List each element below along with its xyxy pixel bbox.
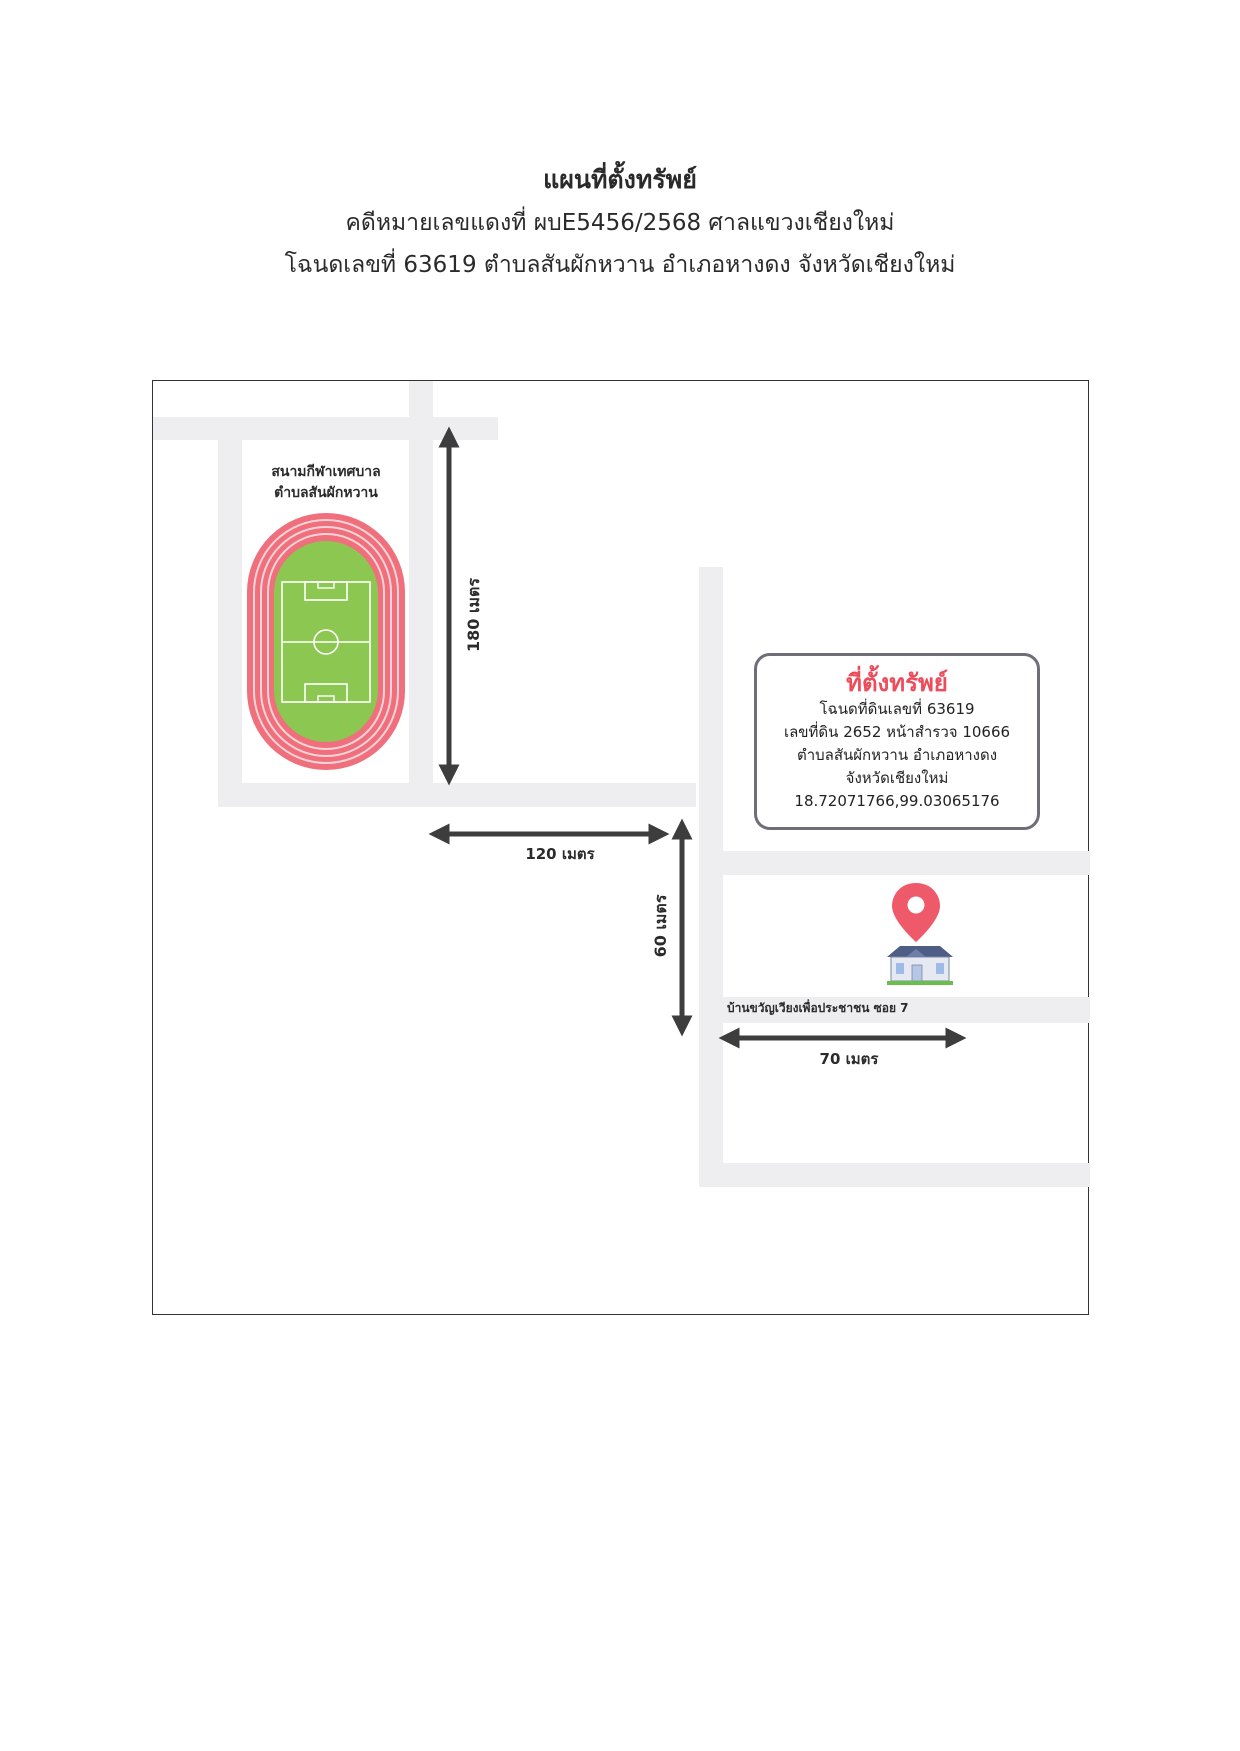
house-icon [887, 946, 953, 985]
deed-line: โฉนดเลขที่ 63619 ตำบลสันผักหวาน อำเภอหาง… [284, 252, 956, 278]
distance-label-70m: 70 เมตร [820, 1050, 880, 1068]
distance-arrows [428, 426, 967, 1049]
property-district-line: ตำบลสันผักหวาน อำเภอหางดง [796, 746, 998, 764]
stadium-icon [247, 513, 405, 770]
distance-label-120m: 120 เมตร [525, 845, 595, 863]
map-canvas: สนามกีฬาเทศบาล ตำบลสันผักหวาน 180 เมตร 1… [153, 381, 1090, 1187]
property-province-line: จังหวัดเชียงใหม่ [845, 769, 949, 787]
roads [153, 381, 1090, 1187]
road-soi-horizontal-1 [699, 851, 1090, 875]
road-mid-vertical [409, 381, 433, 783]
property-coordinates: 18.72071766,99.03065176 [794, 792, 1000, 810]
property-parcel-line: เลขที่ดิน 2652 หน้าสำรวจ 10666 [783, 723, 1011, 741]
distance-label-60m: 60 เมตร [651, 894, 670, 957]
road-top-horizontal [153, 417, 498, 440]
track-line-2 [260, 526, 392, 757]
track-line-3 [267, 533, 385, 750]
track-line-1 [253, 519, 399, 764]
distance-label-180m: 180 เมตร [464, 578, 483, 652]
property-deed-line: โฉนดที่ดินเลขที่ 63619 [819, 700, 975, 718]
soi-label: บ้านขวัญเวียงเพื่อประชาชน ซอย 7 [727, 999, 909, 1015]
page-title: แผนที่ตั้งทรัพย์ [543, 165, 697, 194]
field-center-circle [313, 629, 339, 655]
property-title: ที่ตั้งทรัพย์ [846, 669, 948, 697]
stadium-label-line1: สนามกีฬาเทศบาล [271, 464, 380, 480]
field-goal-top [317, 581, 335, 589]
stadium-label-line2: ตำบลสันผักหวาน [274, 485, 378, 501]
road-soi-horizontal-2 [699, 997, 1090, 1023]
map-frame: สนามกีฬาเทศบาล ตำบลสันผักหวาน 180 เมตร 1… [152, 380, 1090, 1315]
road-right-vertical [699, 567, 723, 1187]
road-soi-horizontal-3 [699, 1163, 1090, 1187]
road-main-horizontal [218, 783, 696, 807]
field-goal-bottom [317, 695, 335, 703]
road-left-vertical [218, 417, 242, 783]
property-info-box: ที่ตั้งทรัพย์ โฉนดที่ดินเลขที่ 63619 เลข… [754, 653, 1040, 830]
location-pin-icon [892, 883, 940, 942]
case-number-line: คดีหมายเลขแดงที่ ผบE5456/2568 ศาลแขวงเชี… [345, 210, 895, 236]
